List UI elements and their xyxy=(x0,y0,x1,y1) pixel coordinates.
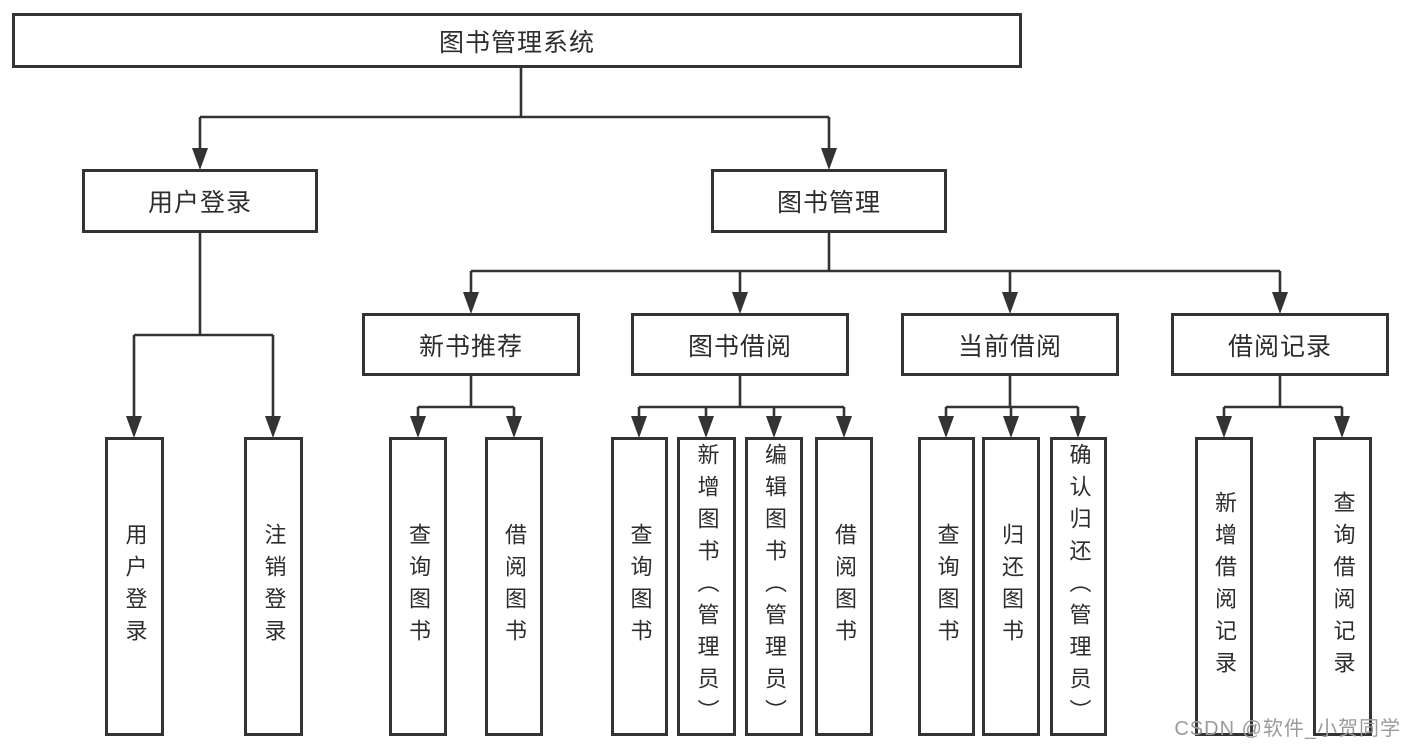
arrowhead xyxy=(821,148,837,170)
leaf-return-books: 归还图书 xyxy=(982,437,1040,736)
arrowhead xyxy=(1272,292,1288,314)
node-user-login: 用户登录 xyxy=(82,169,318,233)
node-library-management-system: 图书管理系统 xyxy=(12,13,1022,68)
node-current-borrowing: 当前借阅 xyxy=(901,313,1119,376)
node-book-borrowing: 图书借阅 xyxy=(631,313,849,376)
node-label: 编辑图书（管理员） xyxy=(762,442,787,731)
arrowhead xyxy=(766,416,782,438)
arrowhead xyxy=(732,292,748,314)
node-label: 用户登录 xyxy=(147,189,252,217)
leaf-add-borrow-record: 新增借阅记录 xyxy=(1195,437,1253,736)
node-label: 确认归还（管理员） xyxy=(1066,442,1092,731)
node-label: 查询图书 xyxy=(406,522,431,651)
node-new-book-recommend: 新书推荐 xyxy=(362,313,580,376)
arrowhead xyxy=(410,416,426,438)
leaf-borrow-books: 借阅图书 xyxy=(815,437,873,736)
node-label: 借阅图书 xyxy=(832,522,857,651)
leaf-query-books-current: 查询图书 xyxy=(918,437,975,736)
arrowhead xyxy=(265,416,281,438)
node-label: 图书管理 xyxy=(776,189,881,217)
node-label: 借阅图书 xyxy=(502,522,527,651)
node-label: 用户登录 xyxy=(122,522,148,651)
arrowhead xyxy=(463,292,479,314)
leaf-query-borrow-record: 查询借阅记录 xyxy=(1313,437,1372,736)
connector-lines xyxy=(132,68,1344,421)
node-book-management: 图书管理 xyxy=(711,169,947,233)
node-label: 当前借阅 xyxy=(957,332,1062,361)
leaf-borrow-books-recommend: 借阅图书 xyxy=(485,437,543,736)
arrowhead xyxy=(631,416,647,438)
node-label: 查询借阅记录 xyxy=(1330,490,1356,683)
arrowhead xyxy=(1003,416,1019,438)
leaf-confirm-return-admin: 确认归还（管理员） xyxy=(1050,437,1107,736)
leaf-user-login: 用户登录 xyxy=(105,437,164,736)
node-label: 归还图书 xyxy=(999,522,1024,651)
node-label: 新书推荐 xyxy=(418,332,523,361)
arrowhead xyxy=(938,416,954,438)
node-label: 借阅记录 xyxy=(1227,332,1332,361)
leaf-query-books-borrow: 查询图书 xyxy=(611,437,668,736)
arrowhead xyxy=(1070,416,1086,438)
arrowhead xyxy=(1334,416,1350,438)
node-borrowing-records: 借阅记录 xyxy=(1171,313,1389,376)
arrowhead xyxy=(126,416,142,438)
leaf-query-books-recommend: 查询图书 xyxy=(389,437,447,736)
csdn-watermark: CSDN @软件_小贺同学 xyxy=(1174,718,1401,740)
node-label: 查询图书 xyxy=(627,522,653,651)
arrowhead xyxy=(506,416,522,438)
node-label: 图书管理系统 xyxy=(438,28,595,57)
node-label: 注销登录 xyxy=(261,522,287,651)
arrowhead xyxy=(836,416,852,438)
node-label: 新增借阅记录 xyxy=(1212,490,1237,683)
node-label: 查询图书 xyxy=(934,522,960,651)
leaf-add-book-admin: 新增图书（管理员） xyxy=(677,437,736,736)
leaf-edit-book-admin: 编辑图书（管理员） xyxy=(745,437,803,736)
arrowhead xyxy=(698,416,714,438)
arrowhead xyxy=(1002,292,1018,314)
arrowhead xyxy=(192,148,208,170)
node-label: 新增图书（管理员） xyxy=(694,442,720,731)
leaf-logout: 注销登录 xyxy=(244,437,303,736)
node-label: 图书借阅 xyxy=(687,332,792,361)
arrowhead xyxy=(1216,416,1232,438)
